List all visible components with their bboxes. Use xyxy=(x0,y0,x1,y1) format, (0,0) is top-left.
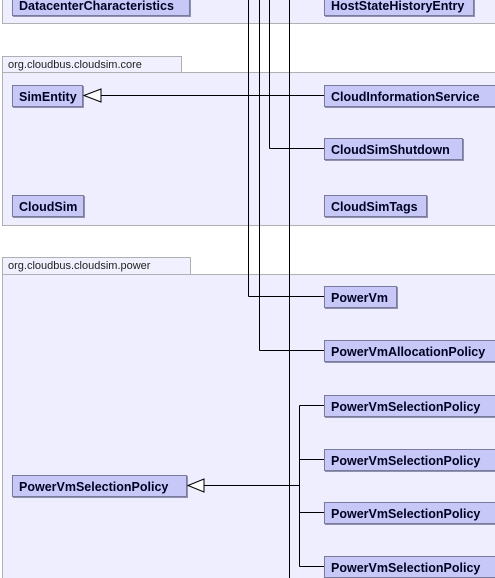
class-power-vm-selection-policy-base[interactable]: PowerVmSelectionPolicy xyxy=(12,475,187,497)
class-power-vm-selection-policy-d[interactable]: PowerVmSelectionPolicy xyxy=(324,556,495,578)
class-power-vm-selection-policy-b[interactable]: PowerVmSelectionPolicy xyxy=(324,449,495,471)
class-cloud-sim-shutdown[interactable]: CloudSimShutdown xyxy=(324,138,463,160)
class-datacenter-characteristics[interactable]: DatacenterCharacteristics xyxy=(12,0,190,16)
package-power xyxy=(2,274,495,578)
class-power-vm-selection-policy-c[interactable]: PowerVmSelectionPolicy xyxy=(324,502,495,524)
package-power-tab: org.cloudbus.cloudsim.power xyxy=(2,257,191,275)
class-power-vm-selection-policy-a[interactable]: PowerVmSelectionPolicy xyxy=(324,395,495,417)
class-power-vm[interactable]: PowerVm xyxy=(324,286,397,308)
package-core-tab: org.cloudbus.cloudsim.core xyxy=(2,56,182,73)
class-host-state-history-entry[interactable]: HostStateHistoryEntry xyxy=(324,0,474,16)
class-cloud-information-service[interactable]: CloudInformationService xyxy=(324,85,495,107)
class-cloud-sim[interactable]: CloudSim xyxy=(12,195,84,217)
class-power-vm-allocation-policy[interactable]: PowerVmAllocationPolicy xyxy=(324,340,495,362)
class-sim-entity[interactable]: SimEntity xyxy=(12,85,83,107)
class-cloud-sim-tags[interactable]: CloudSimTags xyxy=(324,195,427,217)
